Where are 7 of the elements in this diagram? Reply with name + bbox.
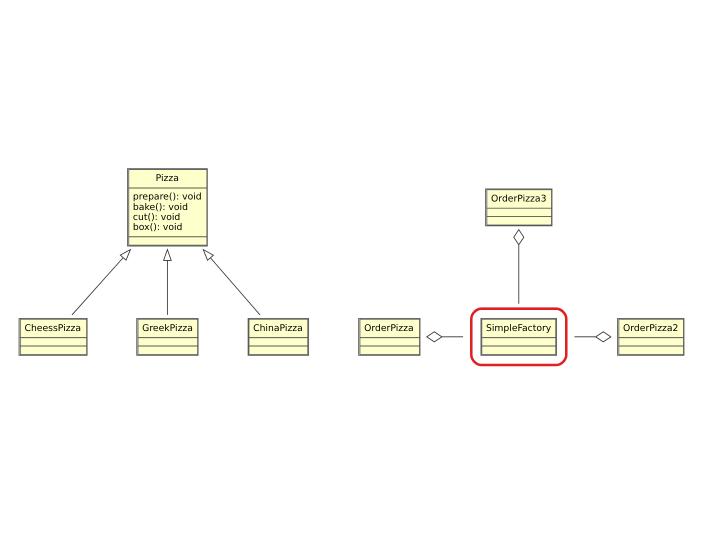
node-box: SimpleFactory xyxy=(470,306,568,366)
arrow xyxy=(202,248,260,315)
connector xyxy=(574,330,612,342)
arrow xyxy=(162,248,172,315)
connector xyxy=(426,330,464,342)
connector xyxy=(513,228,524,304)
arrow xyxy=(72,248,132,315)
